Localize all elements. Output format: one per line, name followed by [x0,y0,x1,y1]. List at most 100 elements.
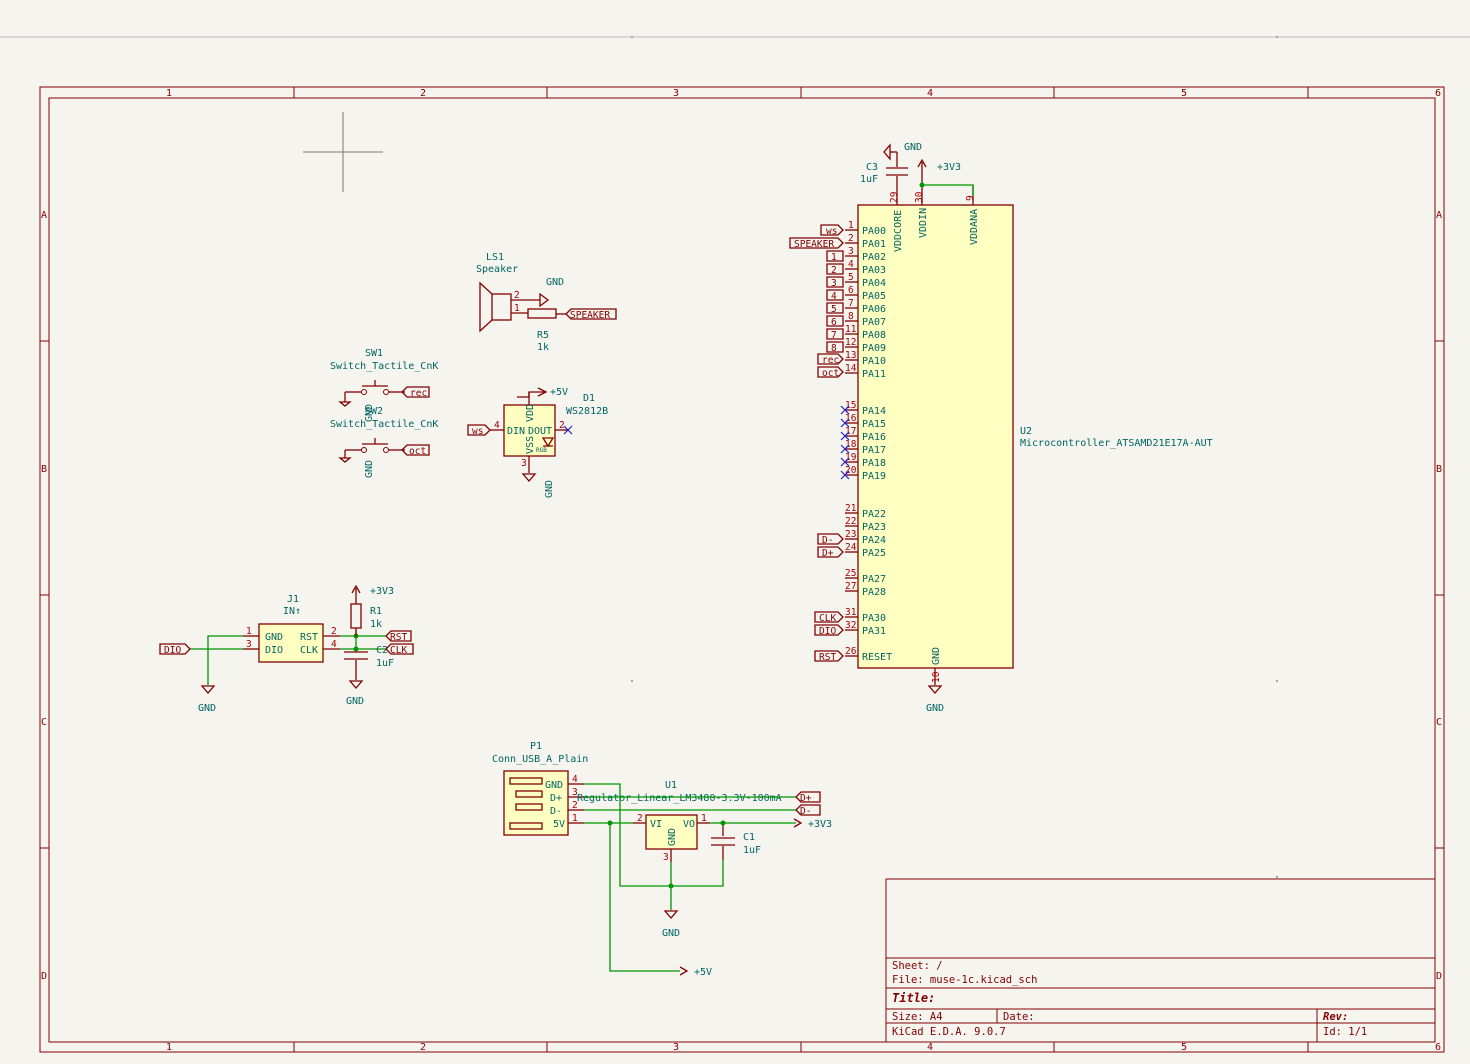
pin-PA25: PA25 [862,548,886,559]
r5-value: 1k [537,342,549,353]
j1-connector[interactable]: J1 IN↑ GND DIO RST CLK 1 3 2 4 [243,594,340,663]
net-ws: ws [826,226,837,237]
net-oct: oct [409,446,426,457]
pin-number: 4 [572,774,578,785]
pin-number: 10 [931,671,942,683]
net-dplus: D+ [822,548,834,559]
pin-number: 3 [848,246,854,257]
grid-markers [630,35,1279,879]
tb-date: Date: [1003,1011,1035,1023]
gnd-label: GND [662,928,680,939]
sw2-value: Switch_Tactile_CnK [330,419,438,430]
c2-capacitor[interactable]: C2 1uF GND [344,645,394,707]
pin-number: 1 [246,626,252,637]
col-label: 2 [420,88,426,99]
pin-number: 30 [914,191,925,203]
pin-number: 15 [845,400,856,411]
v5-label: +5V [694,967,712,978]
pin-number: 23 [845,529,856,540]
u2-microcontroller[interactable]: U2 Microcontroller_ATSAMD21E17A-AUT PA00… [840,183,1213,685]
gnd-symbol-u2: GND [926,685,944,714]
tb-rev: Rev: [1323,1011,1348,1023]
sw2-switch[interactable]: SW2 Switch_Tactile_CnK GND oct [330,406,438,478]
col-label: 4 [927,1042,933,1053]
p1-value: Conn_USB_A_Plain [492,754,588,765]
c1-ref: C1 [743,832,755,843]
net-dminus: D- [822,535,833,546]
net-5: 5 [831,304,837,315]
j1-pin-dio: DIO [265,645,283,656]
row-label: C [41,717,47,728]
c3-capacitor[interactable]: C3 1uF [860,152,908,185]
r1-ref: R1 [370,606,382,617]
c3-value: 1uF [860,174,878,185]
pin-number: 17 [845,426,856,437]
title-block: Sheet: / File: muse-1c.kicad_sch Title: … [885,878,1436,1043]
ls1-speaker[interactable]: LS1 Speaker 2 1 [476,252,540,333]
u1-regulator[interactable]: U1 Regulator_Linear_LM3480-3.3V-100mA VI… [577,780,782,863]
c1-value: 1uF [743,845,761,856]
usb-wires [584,783,796,972]
pin-PA11: PA11 [862,369,886,380]
pin-number: 27 [845,581,856,592]
r1-value: 1k [370,619,382,630]
p1-pin-dm: D- [550,806,562,817]
col-label: 5 [1181,1042,1187,1053]
pin-number: 11 [845,324,857,335]
net-oct: oct [822,368,839,379]
d1-pin-vdd: VDD [525,404,536,422]
d1-rgb: RGB [536,447,547,454]
sheet-border: 1 2 3 4 5 6 1 2 3 4 5 6 A B C D A B C D [39,86,1445,1053]
net-clk: CLK [819,613,836,624]
v5-label: +5V [550,387,568,398]
pin-number: 3 [572,787,578,798]
d1-ws2812b-led[interactable]: D1 WS2812B DIN DOUT VDD VSS RGB 4 2 3 ws [467,392,608,473]
col-label: 6 [1435,1042,1441,1053]
col-label: 5 [1181,88,1187,99]
sw1-switch[interactable]: SW1 Switch_Tactile_CnK GND rec [330,348,438,422]
j1-right-labels: RST CLK [385,630,414,656]
pin-PA05: PA05 [862,291,886,302]
ls1-ref: LS1 [486,252,504,263]
sw1-value: Switch_Tactile_CnK [330,361,438,372]
pin-number: 2 [848,233,854,244]
net-rst: RST [390,632,407,643]
net-rst: RST [819,652,836,663]
pin-number: 22 [845,516,856,527]
net-2: 2 [831,265,837,276]
v33-symbol-u2: +3V3 [917,158,961,185]
net-rec: rec [822,355,839,366]
pin-number: 8 [848,311,854,322]
ls1-value: Speaker [476,264,518,275]
pin-number: 7 [848,298,854,309]
pin-number: 9 [965,195,976,201]
c1-capacitor[interactable]: C1 1uF [711,823,761,860]
pin-PA28: PA28 [862,587,886,598]
u1-pin-vi: VI [650,819,662,830]
r5-resistor[interactable]: R5 1k SPEAKER [527,308,617,353]
p1-pin-gnd: GND [545,780,563,791]
pin-number: 2 [572,800,578,811]
net-4: 4 [831,291,837,302]
sw1-ref: SW1 [365,348,383,359]
net-8: 8 [831,343,837,354]
c2-value: 1uF [376,658,394,669]
usb-labels: D+ D- +3V3 +5V GND [662,791,832,978]
col-label: 1 [166,1042,172,1053]
gnd-symbol-c3: GND [883,142,922,161]
pin-PA10: PA10 [862,356,886,367]
pin-number: 2 [514,290,520,301]
r1-resistor[interactable]: +3V3 R1 1k [350,584,394,636]
row-label: B [1436,464,1442,475]
pin-PA15: PA15 [862,419,886,430]
pin-VDDCORE: VDDCORE [893,210,904,252]
pin-number: 19 [845,452,857,463]
p1-usb-connector[interactable]: P1 Conn_USB_A_Plain GND D+ D- 5V 4 3 2 1 [492,741,588,836]
net-6: 6 [831,317,837,328]
col-label: 3 [673,88,679,99]
pin-PA01: PA01 [862,239,886,250]
row-label: D [41,971,47,982]
pin-number: 21 [845,503,857,514]
row-label: D [1436,971,1442,982]
